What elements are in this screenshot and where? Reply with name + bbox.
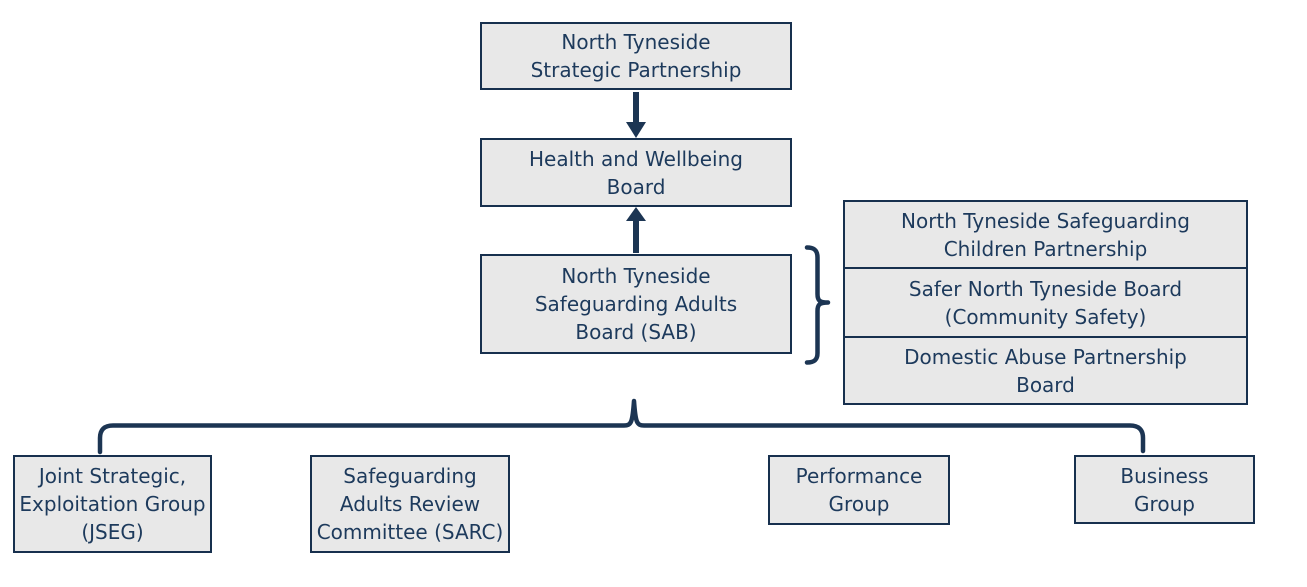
brace-down-connector [97,398,1146,455]
node-domestic-abuse-partnership-board: Domestic Abuse Partnership Board [843,336,1248,405]
node-business-group: Business Group [1074,455,1255,524]
node-safeguarding-adults-board: North Tyneside Safeguarding Adults Board… [480,254,792,354]
node-health-wellbeing-board: Health and Wellbeing Board [480,138,792,207]
arrow-up-icon [626,207,646,253]
node-children-partnership: North Tyneside Safeguarding Children Par… [843,200,1248,269]
curly-bracket-right-icon [804,245,831,365]
arrow-down-icon [626,92,646,138]
node-safer-north-tyneside-board: Safer North Tyneside Board (Community Sa… [843,267,1248,338]
node-strategic-partnership: North Tyneside Strategic Partnership [480,22,792,90]
node-performance-group: Performance Group [768,455,950,525]
node-sarc: Safeguarding Adults Review Committee (SA… [310,455,510,553]
node-jseg: Joint Strategic, Exploitation Group (JSE… [13,455,212,553]
